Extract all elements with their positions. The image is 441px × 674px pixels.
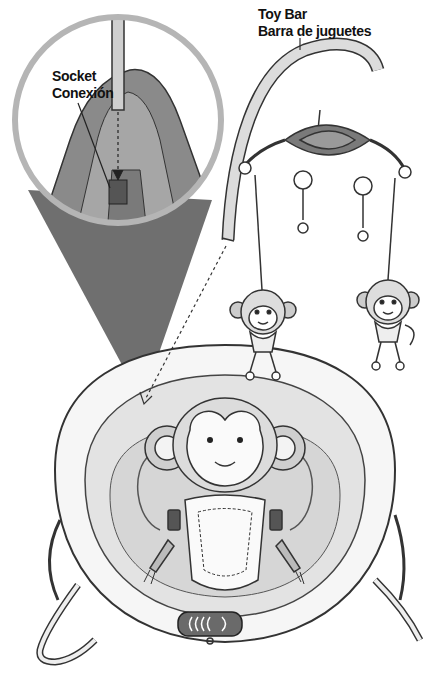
part-label: Socket	[52, 68, 96, 85]
leader-line	[78, 103, 110, 188]
seat-harness	[144, 495, 304, 590]
part-label: Conexión	[52, 85, 113, 102]
detail-inset	[15, 10, 230, 260]
part-label: Toy Bar	[258, 6, 307, 23]
control-panel	[178, 612, 242, 644]
leader-line	[299, 38, 300, 50]
part-label: Barra de juguetes	[258, 23, 371, 40]
toy-bar	[222, 44, 378, 241]
bouncer-seat	[55, 345, 395, 642]
toy-mobile	[239, 110, 411, 290]
monkey-headrest	[145, 398, 305, 492]
guide-line	[146, 246, 226, 398]
monkey-toy	[230, 280, 419, 380]
guide-arrowhead	[140, 392, 152, 404]
